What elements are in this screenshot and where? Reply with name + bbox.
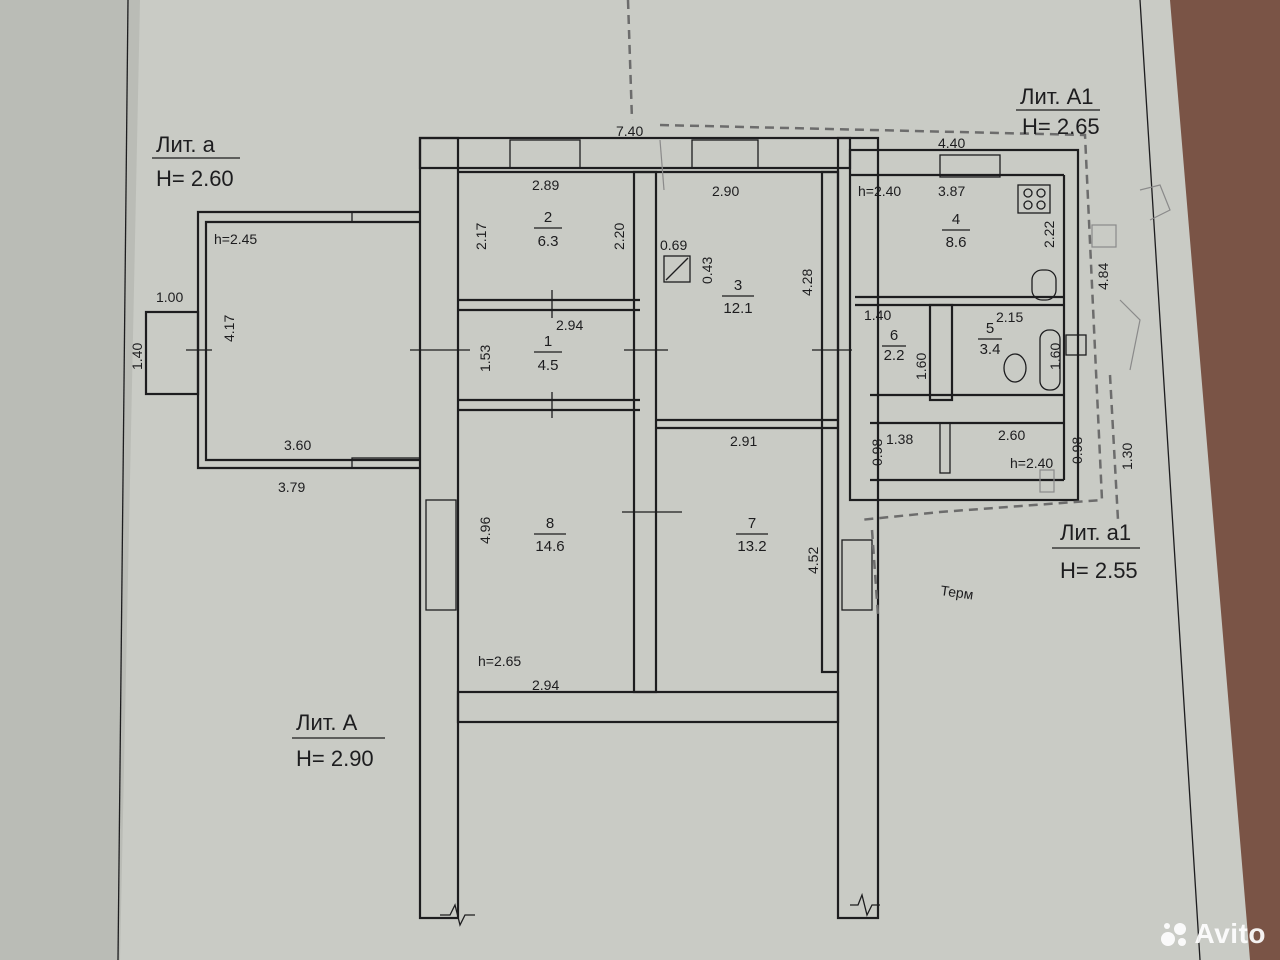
room-area: 4.5 xyxy=(538,357,559,374)
room-number: 4 xyxy=(952,211,960,228)
dim-2-94-bottom: 2.94 xyxy=(532,677,559,693)
room-area: 6.3 xyxy=(538,233,559,250)
page-margin-right xyxy=(1139,0,1201,960)
room-number: 5 xyxy=(986,320,994,337)
room-number: 1 xyxy=(544,333,552,350)
lit-A-label: Лит. А xyxy=(296,710,358,735)
dim-1-40-a: 1.40 xyxy=(864,307,891,323)
dim-1-60-b: 1.60 xyxy=(913,353,929,380)
dim-2-20: 2.20 xyxy=(611,223,627,250)
lit-A-height: Н= 2.90 xyxy=(296,746,374,771)
annex-a1-walls xyxy=(848,148,1087,502)
dim-3-79: 3.79 xyxy=(278,479,305,495)
lit-A1-label: Лит. А1 xyxy=(1020,84,1094,109)
main-building-walls xyxy=(410,136,880,927)
dim-1-38: 1.38 xyxy=(886,431,913,447)
dim-4-28: 4.28 xyxy=(799,269,815,296)
room-5: 5 3.4 xyxy=(978,320,1002,358)
dim-3-60: 3.60 xyxy=(284,437,311,453)
room-number: 7 xyxy=(748,515,756,532)
room-number: 8 xyxy=(546,515,554,532)
dim-4-40: 4.40 xyxy=(938,135,965,151)
dim-2-17: 2.17 xyxy=(473,223,489,250)
dim-0-98-b: 0.98 xyxy=(1069,437,1085,464)
veranda-walls xyxy=(144,210,421,470)
dim-4-96: 4.96 xyxy=(477,517,493,544)
room-1: 1 4.5 xyxy=(534,333,562,374)
room-area: 12.1 xyxy=(723,300,752,317)
avito-logo-text: Avito xyxy=(1194,918,1266,949)
height-room-4: h=2.40 xyxy=(858,183,901,199)
page-margin-left xyxy=(117,0,129,960)
room-number: 6 xyxy=(890,327,898,344)
avito-watermark: Avito xyxy=(1159,918,1266,950)
dim-0-69: 0.69 xyxy=(660,237,687,253)
pencil-note-term: Терм xyxy=(940,582,975,602)
dashed-outlines xyxy=(626,0,1120,616)
lit-a1-label: Лит. а1 xyxy=(1060,520,1131,545)
room-area: 3.4 xyxy=(980,341,1001,358)
height-corridor: h=2.40 xyxy=(1010,455,1053,471)
dim-4-17: 4.17 xyxy=(221,315,237,342)
dim-1-40-b: 1.40 xyxy=(129,343,145,370)
dim-2-60: 2.60 xyxy=(998,427,1025,443)
room-7: 7 13.2 xyxy=(736,515,768,555)
dim-1-53: 1.53 xyxy=(477,345,493,372)
room-area: 13.2 xyxy=(737,538,766,555)
dim-1-60-a: 1.60 xyxy=(1047,343,1063,370)
room-2: 2 6.3 xyxy=(534,209,562,250)
room-area: 8.6 xyxy=(946,234,967,251)
paper-shadow xyxy=(0,0,140,960)
avito-logo-icon xyxy=(1159,919,1189,949)
dim-1-30: 1.30 xyxy=(1119,443,1135,470)
height-veranda: h=2.45 xyxy=(214,231,257,247)
dim-2-94-top: 2.94 xyxy=(556,317,583,333)
dim-2-89: 2.89 xyxy=(532,177,559,193)
lit-a-small-height: Н= 2.60 xyxy=(156,166,234,191)
room-area: 14.6 xyxy=(535,538,564,555)
dim-4-52: 4.52 xyxy=(805,547,821,574)
room-6: 6 2.2 xyxy=(882,327,906,364)
dim-2-90: 2.90 xyxy=(712,183,739,199)
pencil-sketch xyxy=(659,139,1171,493)
paper-sheet xyxy=(0,0,1250,960)
dim-2-15: 2.15 xyxy=(996,309,1023,325)
room-number: 3 xyxy=(734,277,742,294)
height-room-8: h=2.65 xyxy=(478,653,521,669)
room-4: 4 8.6 xyxy=(942,211,970,251)
dim-3-87: 3.87 xyxy=(938,183,965,199)
lit-A1-height: Н= 2.65 xyxy=(1022,114,1100,139)
lit-a1-height: Н= 2.55 xyxy=(1060,558,1138,583)
room-number: 2 xyxy=(544,209,552,226)
dim-7-40: 7.40 xyxy=(616,123,643,139)
lit-a-small-label: Лит. а xyxy=(156,132,216,157)
room-3: 3 12.1 xyxy=(722,277,754,317)
room-area: 2.2 xyxy=(884,347,905,364)
dim-2-91: 2.91 xyxy=(730,433,757,449)
room-8: 8 14.6 xyxy=(534,515,566,555)
dim-2-22: 2.22 xyxy=(1041,221,1057,248)
dim-0-43: 0.43 xyxy=(699,257,715,284)
dim-4-84: 4.84 xyxy=(1095,263,1111,290)
dim-1-00: 1.00 xyxy=(156,289,183,305)
dim-0-98-a: 0.98 xyxy=(869,439,885,466)
